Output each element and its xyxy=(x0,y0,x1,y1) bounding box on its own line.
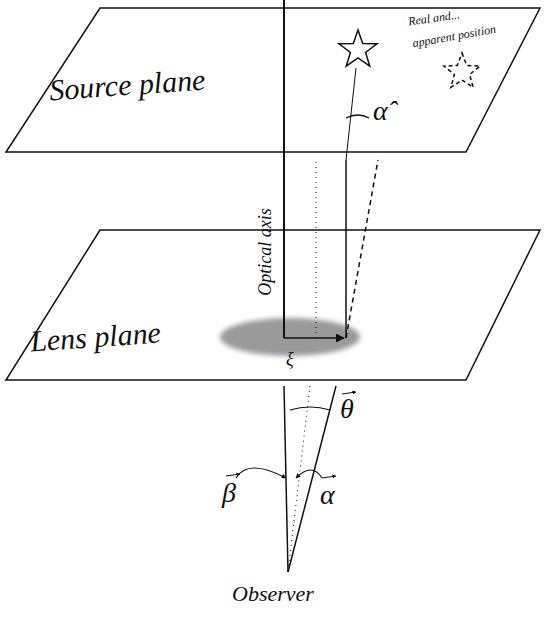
note-text: apparent position xyxy=(411,23,497,51)
image-ray xyxy=(288,386,336,572)
observer-label: Observer xyxy=(232,582,314,606)
angle-symbol: α xyxy=(320,480,335,511)
alpha-arrow xyxy=(296,470,322,478)
vector-mark xyxy=(226,474,240,476)
impact-vector xyxy=(284,337,344,339)
deflected-ray xyxy=(345,160,347,338)
deflection-angle-arc xyxy=(346,115,369,118)
plane-label: Source plane xyxy=(48,63,206,107)
angle-symbol: θ xyxy=(340,394,354,425)
source-ray xyxy=(288,386,310,572)
beta-arrow xyxy=(236,468,286,478)
axis-ray xyxy=(284,386,288,572)
apparent-star xyxy=(444,53,480,87)
real-star xyxy=(339,30,377,66)
vector-symbol: ξ xyxy=(286,350,294,370)
axis-label: Optical axis xyxy=(256,208,276,296)
apparent-ray xyxy=(346,160,378,338)
optical-axis xyxy=(283,0,285,338)
note-text: Real and... xyxy=(407,8,460,28)
angle-symbol: β xyxy=(222,478,236,509)
theta-arc xyxy=(290,407,330,410)
plane-shape xyxy=(6,8,540,152)
angle-symbol: α̂ xyxy=(373,96,388,127)
vector-mark xyxy=(322,476,336,478)
source-direction xyxy=(316,160,317,338)
ray-to-source xyxy=(346,68,356,160)
plane-label: Lens plane xyxy=(29,315,162,357)
